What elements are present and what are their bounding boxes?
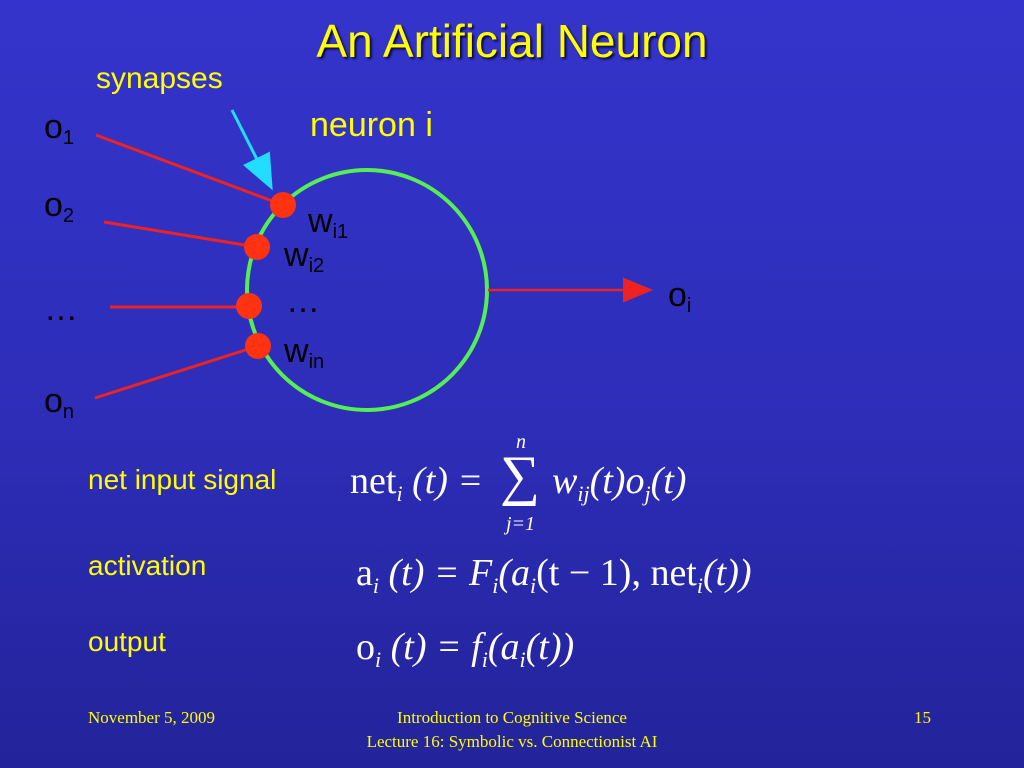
- slide-title: An Artificial Neuron: [316, 15, 708, 67]
- activation-formula: ai (t) = Fi(ai(t − 1), neti(t)): [356, 552, 752, 598]
- synapses-label: synapses: [96, 62, 223, 95]
- footer-date: November 5, 2009: [88, 708, 216, 727]
- sum-lower-limit: j=1: [506, 513, 536, 535]
- footer-page-number: 15: [914, 708, 931, 727]
- output-label: oi: [668, 276, 692, 317]
- net-input-rhs: wij(t)oj(t): [552, 460, 687, 506]
- neuron-label: neuron i: [310, 106, 433, 144]
- weight-label-ellipsis: …: [286, 282, 320, 320]
- synapse-dot-n: [245, 333, 271, 359]
- input-line-n: [94, 344, 259, 400]
- synapse-dot-1: [270, 192, 296, 218]
- input-label-n: on: [44, 382, 75, 423]
- synapse-dot-3: [236, 293, 262, 319]
- synapse-pointer-arrow: [230, 109, 273, 191]
- input-line-2: [103, 220, 258, 249]
- weight-label-2: wi2: [284, 236, 325, 277]
- output-formula: oi (t) = fi(ai(t)): [356, 626, 575, 672]
- net-input-formula: neti (t) =: [350, 460, 484, 506]
- input-label-2: o2: [44, 186, 75, 227]
- input-label-ellipsis: …: [44, 290, 78, 328]
- net-input-label: net input signal: [88, 464, 277, 495]
- weight-label-1: wi1: [308, 202, 349, 243]
- input-line-1: [95, 133, 284, 207]
- neuron-circle: [245, 168, 489, 412]
- footer-lecture: Lecture 16: Symbolic vs. Connectionist A…: [366, 732, 658, 751]
- neuron-diagram: [94, 109, 653, 412]
- sum-symbol: ∑: [500, 445, 540, 507]
- output-formula-label: output: [88, 626, 166, 657]
- sum-upper-limit: n: [516, 431, 526, 453]
- activation-label: activation: [88, 550, 207, 581]
- synapse-dot-2: [244, 234, 270, 260]
- footer-course: Introduction to Cognitive Science: [397, 708, 627, 727]
- input-label-1: o1: [44, 108, 75, 149]
- weight-label-n: win: [284, 332, 325, 373]
